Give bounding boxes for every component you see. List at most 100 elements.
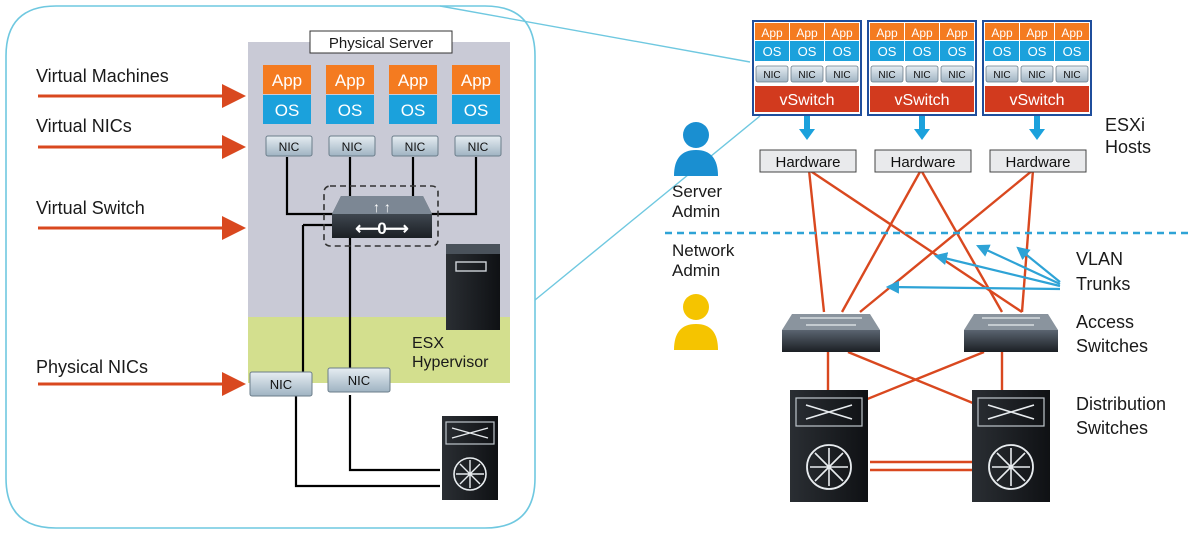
server-admin-line2: Admin <box>672 202 720 221</box>
vm-app-box <box>1020 23 1054 40</box>
distribution-switches-line1: Distribution <box>1076 394 1166 414</box>
vm-app-box <box>985 23 1019 40</box>
hardware-label: Hardware <box>775 154 840 171</box>
nic-label: NIC <box>1028 70 1045 81</box>
label-virtual-nics: Virtual NICs <box>36 116 132 136</box>
hardware-label: Hardware <box>890 154 955 171</box>
vnic-wiring <box>285 157 478 488</box>
network-admin-line1: Network <box>672 241 735 260</box>
vm-app-label: App <box>761 26 783 40</box>
hardware-box <box>874 149 972 173</box>
esxi-hosts-line2: Hosts <box>1105 137 1151 157</box>
nic-label: NIC <box>468 140 489 154</box>
vm-os-label: OS <box>464 101 489 120</box>
nic-label: NIC <box>913 70 930 81</box>
vm-app-box <box>389 65 437 94</box>
nic-card <box>265 135 313 157</box>
physical-server-title-box <box>309 30 453 54</box>
nic-label: NIC <box>993 70 1010 81</box>
zoom-line-bottom <box>534 115 761 301</box>
vm-os-box <box>870 41 904 61</box>
vm-app-label: App <box>946 26 968 40</box>
left-vnic-1: NIC <box>265 135 313 157</box>
vlan-trunks-line1: VLAN <box>1076 249 1123 269</box>
vswitch-symbol: 0 <box>377 219 386 238</box>
access-switch-1 <box>782 314 880 352</box>
distribution-switch-1 <box>790 390 868 502</box>
vm-app-label: App <box>831 26 853 40</box>
nic-card <box>391 135 439 157</box>
nic-label: NIC <box>405 140 426 154</box>
vswitch-box <box>985 86 1089 112</box>
vm-os-label: OS <box>401 101 426 120</box>
esxi-hosts-line1: ESXi <box>1105 115 1145 135</box>
left-pnic-1: NIC <box>249 371 313 397</box>
access-switches-line2: Switches <box>1076 336 1148 356</box>
distribution-switches-line2: Switches <box>1076 418 1148 438</box>
vswitch-dashed-frame <box>323 185 439 247</box>
access-switches-line1: Access <box>1076 312 1134 332</box>
left-vm-2: App OS <box>326 65 374 124</box>
vm-os-box <box>1055 41 1089 61</box>
vm-os-label: OS <box>1028 44 1047 59</box>
zoom-line-top <box>439 5 751 63</box>
vm-app-box <box>940 23 974 40</box>
label-virtual-machines: Virtual Machines <box>36 66 169 86</box>
vlan-trunks-line2: Trunks <box>1076 274 1130 294</box>
down-arrow-head <box>1029 129 1045 140</box>
down-arrow-icon <box>1034 116 1040 130</box>
distribution-switch-2 <box>972 390 1050 502</box>
vswitch-box <box>755 86 859 112</box>
vm-app-label: App <box>272 71 302 90</box>
nic-label: NIC <box>279 140 300 154</box>
left-vnic-3: NIC <box>391 135 439 157</box>
vm-app-box <box>755 23 789 40</box>
vm-os-box <box>326 95 374 124</box>
nic-label: NIC <box>878 70 895 81</box>
nic-label: NIC <box>270 377 292 392</box>
label-physical-nics: Physical NICs <box>36 357 148 377</box>
vm-os-box <box>940 41 974 61</box>
vm-app-box <box>790 23 824 40</box>
vm-app-box <box>326 65 374 94</box>
vm-app-label: App <box>461 71 491 90</box>
vm-app-label: App <box>796 26 818 40</box>
vm-app-box <box>870 23 904 40</box>
vm-app-label: App <box>335 71 365 90</box>
vswitch-up-arrows-icon: ↑ ↑ <box>373 199 391 215</box>
vm-os-label: OS <box>763 44 782 59</box>
down-arrow-icon <box>804 116 810 130</box>
down-arrow-icon <box>919 116 925 130</box>
down-arrow-head <box>914 129 930 140</box>
nic-card <box>1055 65 1089 83</box>
vm-os-label: OS <box>275 101 300 120</box>
vm-os-label: OS <box>993 44 1012 59</box>
nic-label: NIC <box>798 70 815 81</box>
left-vm-3: App OS <box>389 65 437 124</box>
vm-app-label: App <box>1061 26 1083 40</box>
left-vm-4: App OS <box>452 65 500 124</box>
nic-card <box>328 135 376 157</box>
hypervisor-label-line1: ESX <box>412 335 444 352</box>
vm-app-box <box>452 65 500 94</box>
vm-app-label: App <box>398 71 428 90</box>
vm-app-label: App <box>1026 26 1048 40</box>
nic-label: NIC <box>342 140 363 154</box>
vm-os-box <box>263 95 311 124</box>
hypervisor-label-line2: Hypervisor <box>412 354 489 371</box>
vm-os-label: OS <box>798 44 817 59</box>
vm-os-label: OS <box>1063 44 1082 59</box>
label-virtual-switch: Virtual Switch <box>36 198 145 218</box>
server-admin-icon <box>674 122 718 176</box>
nic-label: NIC <box>833 70 850 81</box>
nic-card <box>825 65 859 83</box>
vswitch-box <box>870 86 974 112</box>
vm-app-label: App <box>911 26 933 40</box>
nic-card <box>790 65 824 83</box>
nic-card <box>755 65 789 83</box>
hardware-box <box>759 149 857 173</box>
vswitch-label: vSwitch <box>1009 92 1064 109</box>
